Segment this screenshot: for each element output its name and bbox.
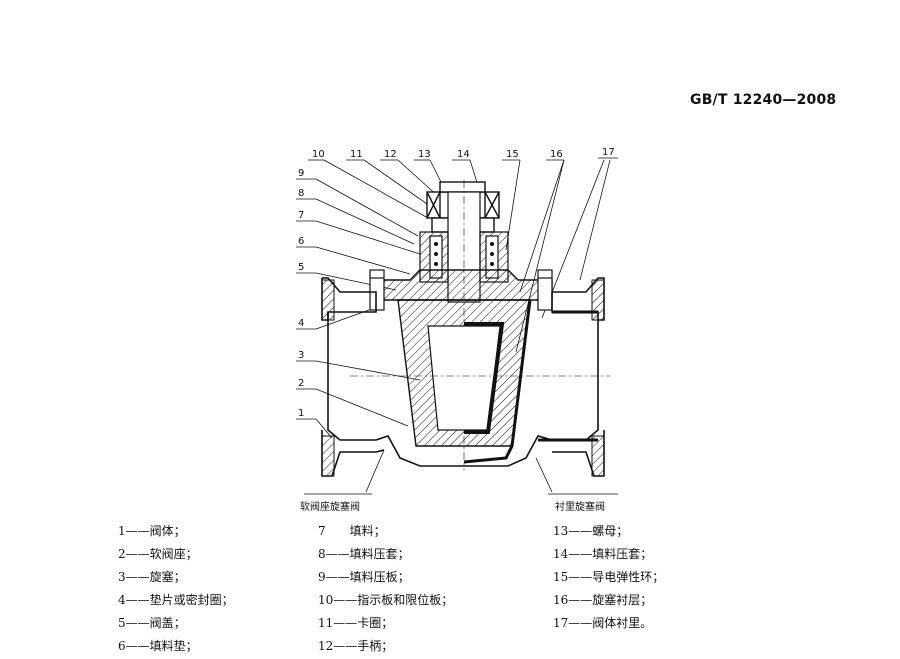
legend-item: 9——填料压板；	[318, 570, 410, 584]
legend-item: 13——螺母；	[553, 524, 629, 538]
legend-item: 8——填料压套；	[318, 547, 410, 561]
legend-item: 14——填料压套；	[553, 547, 653, 561]
legend-item: 12——手柄；	[318, 639, 394, 653]
callout-2: 2	[298, 378, 304, 389]
callout-15: 15	[506, 149, 519, 160]
callout-8: 8	[298, 188, 304, 199]
callout-14: 14	[457, 149, 470, 160]
legend-item: 11——卡圈；	[318, 616, 394, 630]
legend-item: 7 填料；	[318, 524, 386, 538]
legend-column-2: 7 填料； 8——填料压套； 9——填料压板； 10——指示板和限位板； 11—…	[318, 520, 453, 658]
legend-item: 16——旋塞衬层；	[553, 593, 653, 607]
callout-11: 11	[350, 149, 363, 160]
callout-5: 5	[298, 262, 304, 273]
legend-column-3: 13——螺母； 14——填料压套； 15——导电弹性环； 16——旋塞衬层； 1…	[553, 520, 664, 635]
legend-item: 17——阀体衬里。	[553, 616, 653, 630]
callout-9: 9	[298, 168, 304, 179]
callout-4: 4	[298, 318, 304, 329]
parts-legend: 1——阀体； 2——软阀座； 3——旋塞； 4——垫片或密封圈； 5——阀盖； …	[0, 520, 900, 659]
callout-1: 1	[298, 408, 304, 419]
callout-16: 16	[550, 149, 563, 160]
valve-drawing: 10 11 12 13 14 15 16 17 9 8 7 6 5 4 3 2 …	[296, 147, 618, 495]
callout-7: 7	[298, 210, 304, 221]
legend-item: 6——填料垫；	[118, 639, 198, 653]
caption-right: 衬里旋塞阀	[555, 502, 605, 513]
legend-item: 3——旋塞；	[118, 570, 186, 584]
legend-item: 10——指示板和限位板；	[318, 593, 454, 607]
callout-13: 13	[418, 149, 431, 160]
callout-10: 10	[312, 149, 325, 160]
legend-item: 15——导电弹性环；	[553, 570, 665, 584]
legend-column-1: 1——阀体； 2——软阀座； 3——旋塞； 4——垫片或密封圈； 5——阀盖； …	[118, 520, 234, 658]
legend-item: 2——软阀座；	[118, 547, 198, 561]
callout-17: 17	[602, 147, 615, 158]
legend-item: 5——阀盖；	[118, 616, 186, 630]
legend-item: 4——垫片或密封圈；	[118, 593, 234, 607]
callout-6: 6	[298, 236, 304, 247]
caption-left: 软阀座旋塞阀	[300, 502, 360, 513]
callout-12: 12	[384, 149, 397, 160]
callout-3: 3	[298, 350, 304, 361]
legend-item: 1——阀体；	[118, 524, 186, 538]
standard-number: GB/T 12240—2008	[690, 92, 837, 108]
